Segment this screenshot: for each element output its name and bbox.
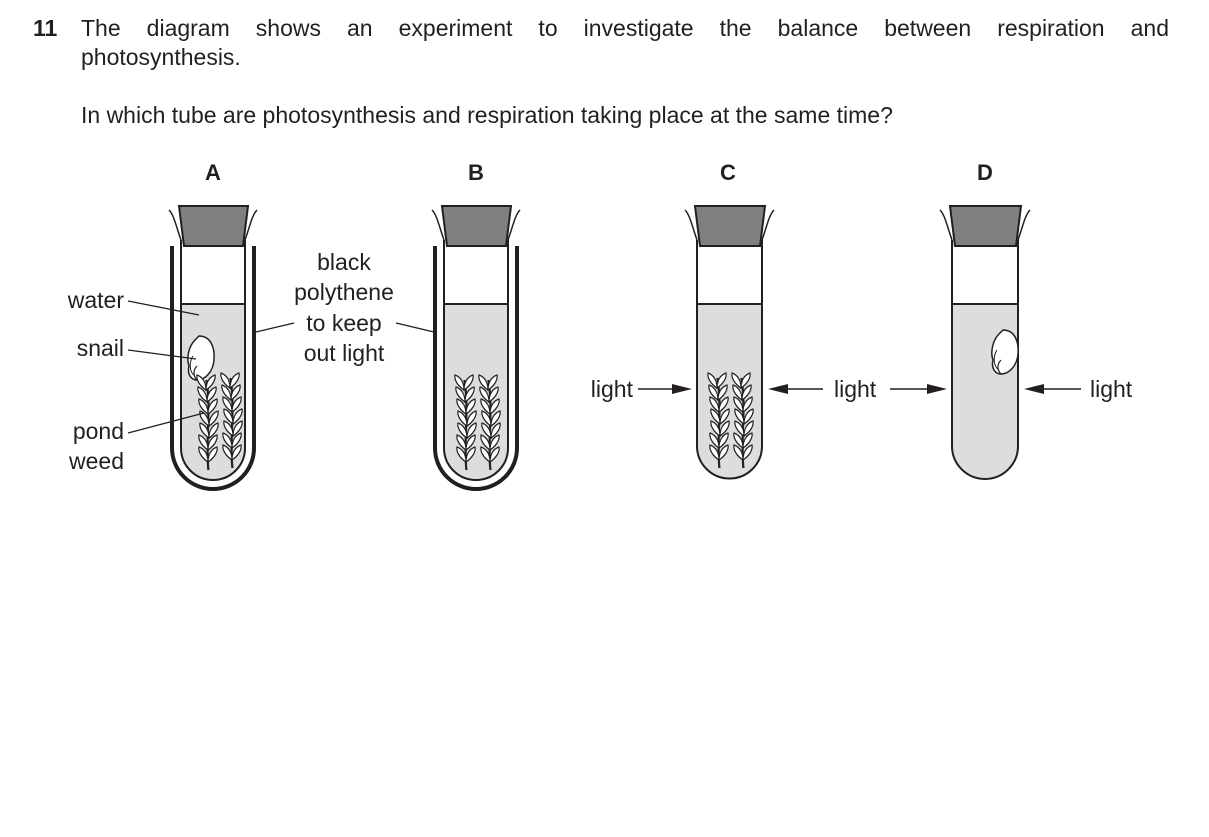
- label-polythene-line-2: polythene: [294, 279, 394, 305]
- tube-c-bung: [693, 205, 767, 247]
- label-water: water: [67, 287, 125, 313]
- tube-a-bung: [177, 205, 250, 247]
- leader-polythene-b: [395, 322, 435, 333]
- label-snail: snail: [77, 335, 124, 361]
- tube-d-bung: [948, 205, 1023, 247]
- tube-a-black-polythene: [170, 246, 256, 491]
- tube-d-glass: [951, 240, 1019, 480]
- label-light-d-right: light: [1090, 376, 1133, 402]
- question-prompt: In which tube are photosynthesis and res…: [81, 102, 893, 128]
- tube-letter-c: C: [720, 160, 736, 185]
- tube-letter-a: A: [205, 160, 221, 185]
- tube-c-water: [697, 304, 762, 479]
- tube-a: [168, 205, 258, 491]
- light-arrow-d-right: light: [1024, 376, 1133, 402]
- label-polythene-line-1: black: [317, 249, 371, 275]
- question-stem-line-1: The diagram shows an experiment to inves…: [81, 15, 1169, 41]
- tube-letter-b: B: [468, 160, 484, 185]
- label-polythene-line-4: out light: [304, 340, 385, 366]
- tube-a-glass: [180, 240, 246, 481]
- tube-b-black-polythene: [433, 246, 519, 491]
- tube-b-bung: [440, 205, 513, 247]
- tube-b: [431, 205, 521, 491]
- leader-polythene-a: [255, 322, 295, 333]
- label-polythene-line-3: to keep: [306, 310, 381, 336]
- tube-b-glass: [443, 240, 509, 481]
- tube-letter-d: D: [977, 160, 993, 185]
- leader-water: [127, 300, 200, 316]
- leader-snail: [127, 349, 197, 360]
- tube-d: [939, 205, 1031, 480]
- question-stem-line-2: photosynthesis.: [81, 44, 241, 70]
- label-weed: weed: [68, 448, 124, 474]
- question-number: 11: [33, 15, 58, 41]
- label-light-c-left: light: [591, 376, 634, 402]
- light-arrow-d-left: [890, 384, 947, 394]
- light-arrow-c-left: light: [591, 376, 692, 402]
- label-pond: pond: [73, 418, 124, 444]
- leader-pond-weed: [127, 412, 205, 434]
- tube-c-glass: [696, 240, 763, 480]
- question-stem: The diagram shows an experiment to inves…: [81, 14, 1169, 72]
- light-arrow-c-right: light: [768, 376, 877, 402]
- tube-c: [684, 205, 775, 480]
- label-light-c-right: light: [834, 376, 877, 402]
